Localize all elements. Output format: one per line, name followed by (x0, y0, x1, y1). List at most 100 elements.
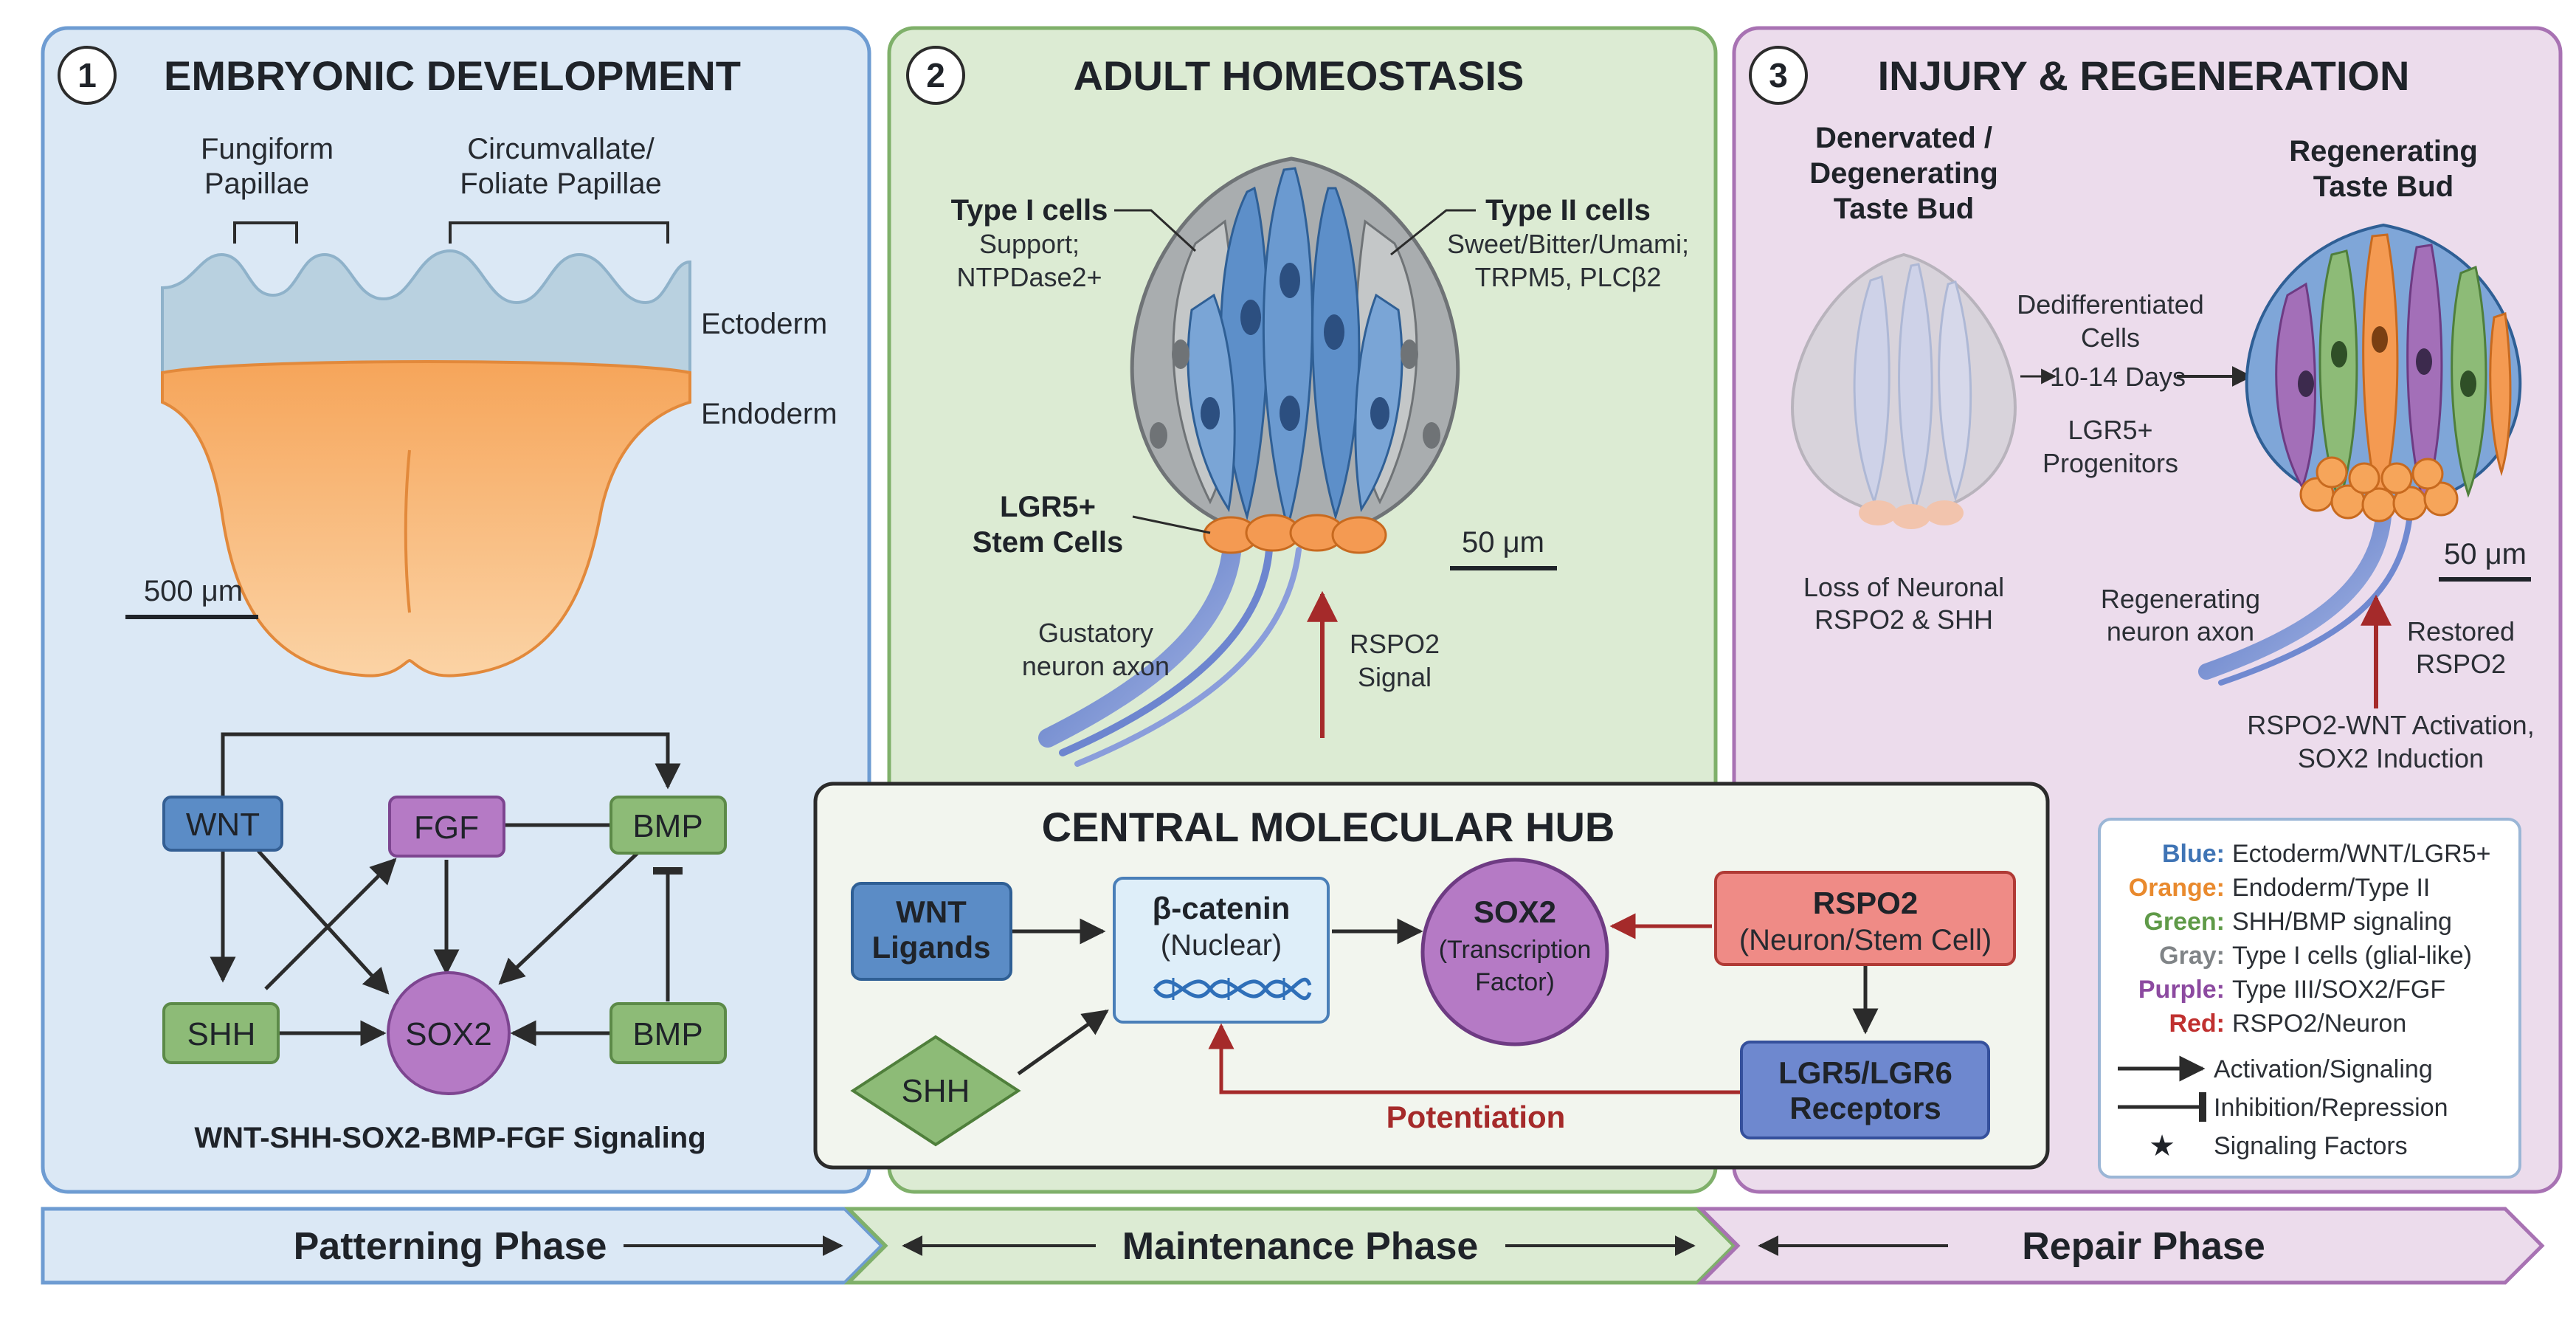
type2-line1: Sweet/Bitter/Umami; (1447, 229, 1689, 259)
edge-wnt-sox2 (257, 849, 390, 995)
legend-text: Type III/SOX2/FGF (2232, 976, 2445, 1004)
legend-text: SHH/BMP signaling (2232, 908, 2452, 936)
circumvallate-bracket (449, 221, 669, 244)
panel-number-badge (58, 46, 117, 105)
loss-line1: Loss of Neuronal (1803, 572, 2004, 602)
lgr5-progenitors-line1: LGR5+ (2068, 415, 2152, 445)
days-label: 10-14 Days (2050, 362, 2186, 392)
network-caption: WNT-SHH-SOX2-BMP-FGF Signaling (194, 1122, 705, 1154)
node-sox2-label: SOX2 (405, 1016, 491, 1052)
phase-patterning-label: Patterning Phase (294, 1225, 607, 1268)
lgr5-subtitle: Stem Cells (973, 526, 1124, 559)
panel-number-badge (906, 46, 965, 105)
phase-maintenance (843, 1207, 1737, 1285)
legend-key: Purple: (2138, 976, 2225, 1004)
scale-label: 500 μm (144, 575, 243, 607)
panel-number-badge (1749, 46, 1808, 105)
regen-axon-line2: neuron axon (2107, 616, 2254, 646)
fungiform-label-line1: Fungiform (201, 133, 334, 165)
type2-line2: TRPM5, PLCβ2 (1475, 262, 1662, 292)
legend-text: Ectoderm/WNT/LGR5+ (2232, 840, 2490, 868)
panel-number: 1 (77, 56, 97, 94)
edge-potentiation (1208, 1023, 1741, 1094)
scale-label: 50 μm (1462, 526, 1544, 559)
hub-node-lgr5-lgr6 (1740, 1041, 1990, 1139)
panel-title: ADULT HOMEOSTASIS (1074, 52, 1524, 99)
ectoderm-layer (161, 249, 691, 385)
gustatory-line1: Gustatory (1038, 618, 1153, 648)
phase-patterning (41, 1207, 885, 1285)
fungiform-label-line2: Papillae (204, 168, 309, 200)
legend: Blue:Ectoderm/WNT/LGR5+Orange:Endoderm/T… (2098, 818, 2521, 1179)
node-fgf-label: FGF (414, 810, 479, 846)
phase-repair (1696, 1207, 2545, 1285)
panel-embryonic-development: 1 EMBRYONIC DEVELOPMENT Fungiform Papill… (41, 26, 871, 1194)
circumvallate-label-line1: Circumvallate/ (467, 133, 655, 165)
hub-node-sox2 (1420, 858, 1609, 1046)
panel-title: EMBRYONIC DEVELOPMENT (164, 52, 741, 99)
panel-number: 3 (1769, 56, 1788, 94)
ectoderm-label: Ectoderm (701, 308, 827, 340)
hub-wnt-line1: WNT (896, 894, 967, 929)
regenerating-taste-bud (2198, 223, 2522, 686)
edge-shh-fgf (264, 858, 397, 990)
type1-title: Type I cells (951, 194, 1108, 227)
phase-repair-label: Repair Phase (2022, 1225, 2265, 1268)
legend-star-icon: ★ (2149, 1130, 2175, 1162)
rspo2-signal-line1: RSPO2 (1350, 629, 1440, 659)
midline-groove (404, 449, 411, 613)
node-wnt-label: WNT (186, 807, 260, 843)
legend-key: Gray: (2159, 942, 2225, 970)
scale-label: 50 μm (2444, 538, 2527, 570)
loss-line2: RSPO2 & SHH (1814, 604, 1993, 635)
legend-key: Green: (2144, 908, 2225, 936)
lgr5-progenitors-line2: Progenitors (2043, 448, 2178, 478)
hub-wnt-line2: Ligands (871, 930, 990, 965)
activation-line1: RSPO2-WNT Activation, (2247, 710, 2534, 740)
node-shh (162, 1002, 280, 1064)
legend-text: Endoderm/Type II (2232, 874, 2430, 902)
denervated-line3: Taste Bud (1834, 193, 1974, 225)
hub-sox2-line3: Factor) (1475, 968, 1555, 996)
phase-bar: Patterning Phase Maintenance Phase Repai… (41, 1207, 2545, 1285)
phase-maintenance-label: Maintenance Phase (1122, 1225, 1479, 1268)
hub-sox2-line2: (Transcription (1439, 936, 1592, 964)
node-bmp-bottom-label: BMP (632, 1016, 702, 1052)
endoderm-label: Endoderm (701, 398, 838, 430)
legend-inhibition-label: Inhibition/Repression (2214, 1094, 2448, 1122)
type1-leader (1114, 209, 1197, 252)
edge-bmp-sox2 (498, 851, 640, 985)
dna-helix-icon (1153, 978, 1312, 1000)
taste-bud-illustration (1038, 156, 1460, 767)
type2-leader (1390, 209, 1476, 256)
hub-sox2-label: SOX2 (1474, 894, 1556, 929)
legend-activation-label: Activation/Signaling (2214, 1055, 2433, 1083)
activation-line2: SOX2 Induction (2298, 743, 2484, 773)
lgr5-leader (1132, 515, 1211, 534)
legend-factors-label: Signaling Factors (2214, 1132, 2408, 1160)
rspo2-signal-line2: Signal (1358, 662, 1432, 692)
fungiform-bracket (233, 221, 298, 244)
node-bmp-top-label: BMP (632, 808, 702, 844)
edge-shh-bcatenin (1017, 1009, 1109, 1076)
hub-node-shh (850, 1035, 1021, 1147)
panel-title: INJURY & REGENERATION (1878, 52, 2410, 99)
hub-node-wnt-ligands (851, 882, 1012, 981)
hub-lgr-line1: LGR5/LGR6 (1778, 1055, 1952, 1090)
dediff-line1: Dedifferentiated (2017, 289, 2204, 320)
hub-potentiation-label: Potentiation (1387, 1100, 1566, 1134)
type2-title: Type II cells (1485, 194, 1651, 227)
hub-lgr-line2: Receptors (1789, 1091, 1941, 1125)
restored-line1: Restored (2407, 616, 2515, 646)
type1-line1: Support; (979, 229, 1080, 259)
lgr5-title: LGR5+ (1000, 491, 1096, 523)
gustatory-line2: neuron axon (1022, 651, 1170, 681)
hub-bcatenin-line2: (Nuclear) (1161, 929, 1282, 962)
legend-items: Blue:Ectoderm/WNT/LGR5+Orange:Endoderm/T… (2129, 840, 2491, 1038)
type1-line2: NTPDase2+ (956, 262, 1102, 292)
panel-number: 2 (926, 56, 945, 94)
node-shh-label: SHH (187, 1016, 256, 1052)
hub-bcatenin-line1: β-catenin (1153, 891, 1291, 925)
hub-shh-label: SHH (902, 1073, 970, 1109)
